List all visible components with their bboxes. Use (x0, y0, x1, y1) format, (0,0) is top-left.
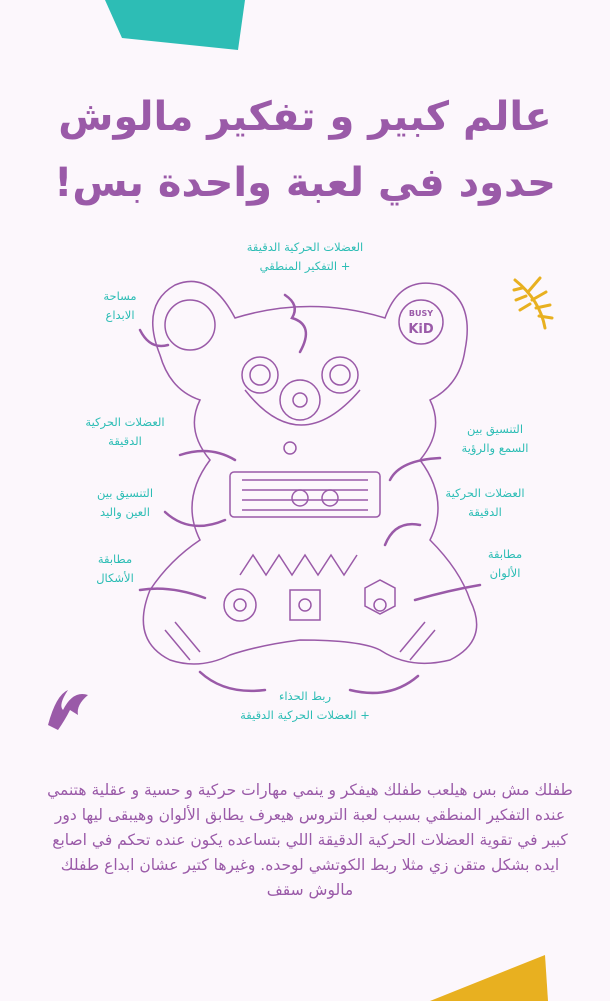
bear-busy-board (142, 280, 478, 665)
label-hearing-vision: التنسيق بين السمع والرؤية (455, 420, 535, 458)
label-line: العضلات الحركية الدقيقة (246, 240, 364, 254)
arrows (138, 293, 482, 695)
label-line: السمع والرؤية (461, 441, 529, 455)
title-line-2: حدود في لعبة واحدة بس! (54, 160, 556, 206)
leaf-icon (512, 276, 554, 330)
label-line: العين واليد (100, 505, 150, 519)
label-line: + العضلات الحركية الدقيقة (240, 708, 370, 722)
label-fine-motor-left: العضلات الحركية الدقيقة (80, 413, 170, 451)
label-eye-hand: التنسيق بين العين واليد (90, 484, 160, 522)
label-line: التنسيق بين (96, 486, 154, 500)
label-line: العضلات الحركية (445, 486, 525, 500)
label-line: مطابقة (487, 547, 523, 561)
label-fine-motor-right: العضلات الحركية الدقيقة (440, 484, 530, 522)
svg-text:KiD: KiD (408, 322, 434, 337)
description-paragraph: طفلك مش بس هيلعب طفلك هيفكر و ينمي مهارا… (47, 781, 573, 899)
swirl-icon (48, 690, 88, 730)
label-shoelace: ربط الحذاء + العضلات الحركية الدقيقة (230, 687, 380, 725)
label-fine-motor-logic: العضلات الحركية الدقيقة + التفكير المنطق… (245, 238, 365, 276)
label-line: + التفكير المنطقي (259, 259, 351, 273)
page-title: عالم كبير و تفكير مالوش حدود في لعبة واح… (0, 84, 610, 216)
label-shape-matching: مطابقة الأشكال (85, 550, 145, 588)
title-line-1: عالم كبير و تفكير مالوش (58, 94, 552, 140)
label-line: الأشكال (96, 571, 134, 585)
busy-kid-logo: BUSY KiD (408, 309, 434, 337)
label-line: العضلات الحركية (85, 415, 165, 429)
label-line: مطابقة (97, 552, 133, 566)
label-line: الدقيقة (468, 505, 502, 519)
svg-text:BUSY: BUSY (409, 309, 433, 318)
label-line: الدقيقة (108, 434, 142, 448)
label-line: مساحة (103, 289, 137, 303)
label-line: التنسيق بين (466, 422, 524, 436)
yellow-shape-bottom (430, 955, 548, 1001)
label-color-matching: مطابقة الألوان (475, 545, 535, 583)
label-creativity: مساحة الابداع (90, 287, 150, 325)
teal-shape-top (105, 0, 245, 50)
label-line: الابداع (105, 308, 135, 322)
label-line: ربط الحذاء (278, 689, 332, 703)
label-line: الألوان (489, 566, 521, 580)
